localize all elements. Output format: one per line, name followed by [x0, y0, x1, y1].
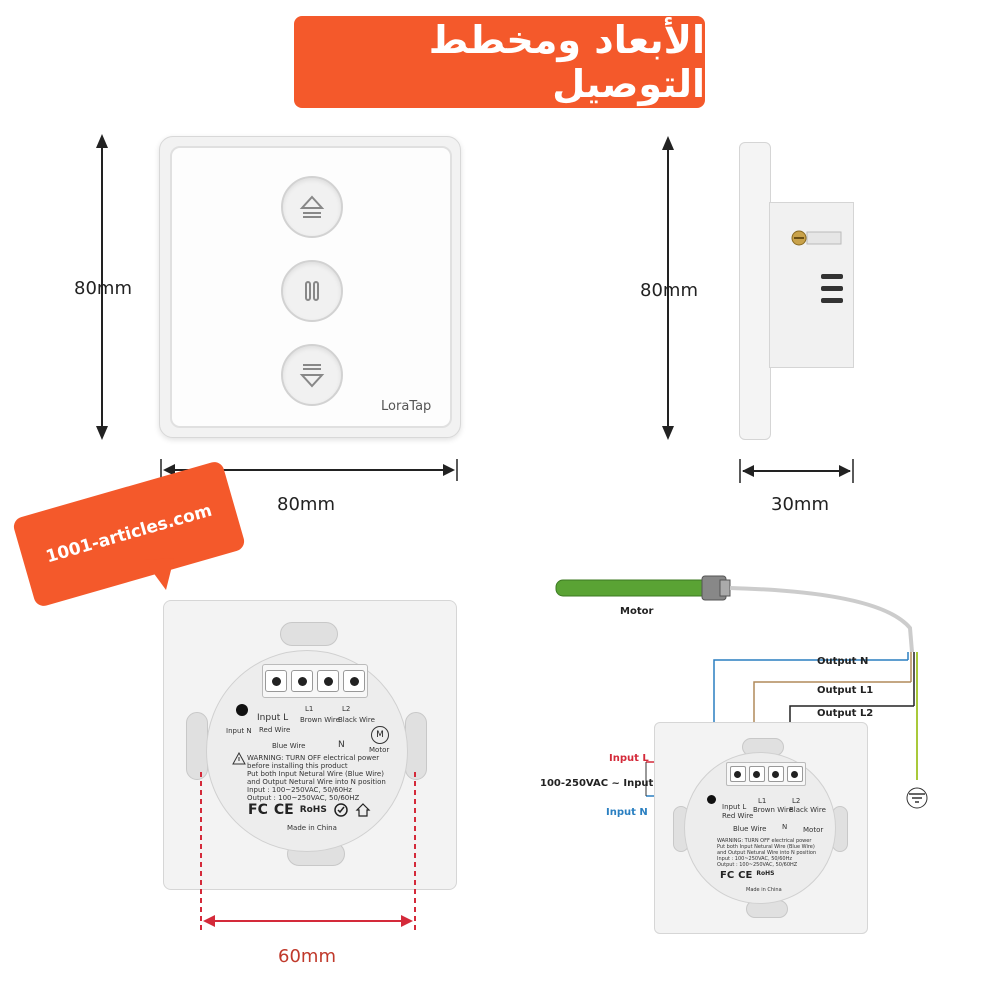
wiring-made-in-label: Made in China	[746, 887, 782, 893]
warning-line-6: Output : 100~250VAC, 50/60HZ	[247, 794, 360, 802]
back-l2: L2	[342, 705, 351, 713]
wiring-back-l1: L1	[758, 797, 767, 805]
wiring-rohs-mark: RoHS	[756, 870, 775, 877]
input-l-label: Input L	[609, 753, 649, 764]
wiring-input-n-terminal	[707, 795, 716, 804]
wiring-terminal-l2	[767, 766, 784, 782]
website-label: 1001-articles.com	[43, 500, 215, 568]
wiring-warning-line-3: Put both Input Netural Wire (Blue Wire)	[717, 844, 815, 850]
wiring-back-black-wire: Black Wire	[789, 806, 826, 814]
switch-side-body	[769, 202, 854, 368]
wiring-terminal-extra	[786, 766, 803, 782]
wiring-warning-line-6: Output : 100~250VAC, 50/60HZ	[717, 862, 798, 868]
back-n: N	[338, 740, 345, 750]
wiring-warning-line-1: WARNING: TURN OFF electrical power	[717, 838, 812, 844]
side-height-label: 80mm	[640, 280, 698, 301]
back-red-wire: Red Wire	[259, 726, 291, 734]
back-blue-wire: Blue Wire	[272, 742, 306, 750]
input-n-label: Input N	[606, 807, 648, 818]
ce-mark: CE	[273, 802, 294, 818]
terminal-l2	[317, 670, 339, 692]
mount-spacing-label: 60mm	[278, 946, 336, 967]
motor-label: Motor	[620, 606, 654, 617]
front-height-dimension	[96, 134, 108, 440]
wiring-lines	[555, 575, 928, 809]
front-height-label: 80mm	[74, 278, 132, 299]
wiring-back-blue-wire: Blue Wire	[733, 825, 767, 833]
back-motor: Motor	[369, 746, 390, 754]
wiring-back-input-l: Input L	[722, 803, 747, 811]
wiring-ce-mark: CE	[738, 870, 753, 881]
down-arrow-icon	[299, 364, 325, 388]
wiring-warning-line-5: Input : 100~250VAC, 50/60Hz	[717, 856, 792, 862]
wiring-back-motor: Motor	[803, 826, 824, 834]
wiring-terminal-input-l	[729, 766, 746, 782]
warning-line-3: Put both Input Netural Wire (Blue Wire)	[247, 770, 384, 778]
certification-marks: FC CE RoHS	[248, 802, 371, 818]
pause-button[interactable]	[281, 260, 343, 322]
title-banner: الأبعاد ومخطط التوصيل	[294, 16, 705, 108]
front-width-label: 80mm	[277, 494, 335, 515]
wiring-back-n: N	[782, 823, 788, 831]
wiring-terminal-block	[726, 762, 806, 786]
side-height-dimension	[662, 136, 674, 440]
wiring-certification-marks: FC CE RoHS	[720, 870, 774, 881]
recycle-icon	[334, 803, 348, 817]
made-in-label: Made in China	[287, 824, 337, 832]
home-icon	[355, 803, 371, 817]
wiring-warning-line-4: and Output Netural Wire into N position	[717, 850, 817, 856]
input-voltage-label: 100-250VAC ~ Input	[540, 778, 654, 789]
terminal-extra	[343, 670, 365, 692]
wiring-back-brown-wire: Brown Wire	[753, 806, 793, 814]
back-brown-wire: Brown Wire	[300, 716, 340, 724]
side-terminal-screws	[791, 230, 843, 303]
terminal-l1	[291, 670, 313, 692]
website-badge: 1001-articles.com	[11, 459, 247, 609]
switch-side-plate	[739, 142, 771, 440]
brand-logo: LoraTap	[381, 399, 432, 414]
badge-tail	[144, 558, 174, 590]
page-title: الأبعاد ومخطط التوصيل	[428, 18, 705, 106]
wiring-back-l2: L2	[792, 797, 801, 805]
output-n-label: Output N	[817, 656, 869, 667]
wiring-terminal-l1	[748, 766, 765, 782]
side-depth-label: 30mm	[771, 494, 829, 515]
mount-spacing-dimension	[200, 772, 416, 934]
back-input-n: Input N	[226, 727, 252, 735]
top-mount-slot	[280, 622, 338, 646]
up-arrow-icon	[299, 195, 325, 218]
up-button[interactable]	[281, 176, 343, 238]
wiring-back-red-wire: Red Wire	[722, 812, 754, 820]
warning-icon	[232, 752, 246, 765]
output-l2-label: Output L2	[817, 708, 874, 719]
input-n-terminal	[236, 704, 248, 716]
rohs-mark: RoHS	[299, 805, 327, 815]
wiring-fc-mark: FC	[720, 870, 735, 881]
output-l1-label: Output L1	[817, 685, 874, 696]
down-button[interactable]	[281, 344, 343, 406]
back-black-wire: Black Wire	[338, 716, 375, 724]
motor-symbol: M	[371, 726, 389, 744]
motor-symbol-label: M	[376, 730, 384, 740]
warning-line-4: and Output Netural Wire into N position	[247, 778, 386, 786]
back-input-l: Input L	[257, 713, 289, 723]
warning-line-1: WARNING: TURN OFF electrical power	[247, 754, 380, 762]
warning-line-5: Input : 100~250VAC, 50/60Hz	[247, 786, 352, 794]
back-l1: L1	[305, 705, 314, 713]
side-depth-dimension	[739, 459, 854, 483]
terminal-input-l	[265, 670, 287, 692]
terminal-block	[262, 664, 368, 698]
pause-icon	[305, 281, 319, 301]
fc-mark: FC	[248, 802, 268, 818]
warning-line-2: before installing this product	[247, 762, 348, 770]
